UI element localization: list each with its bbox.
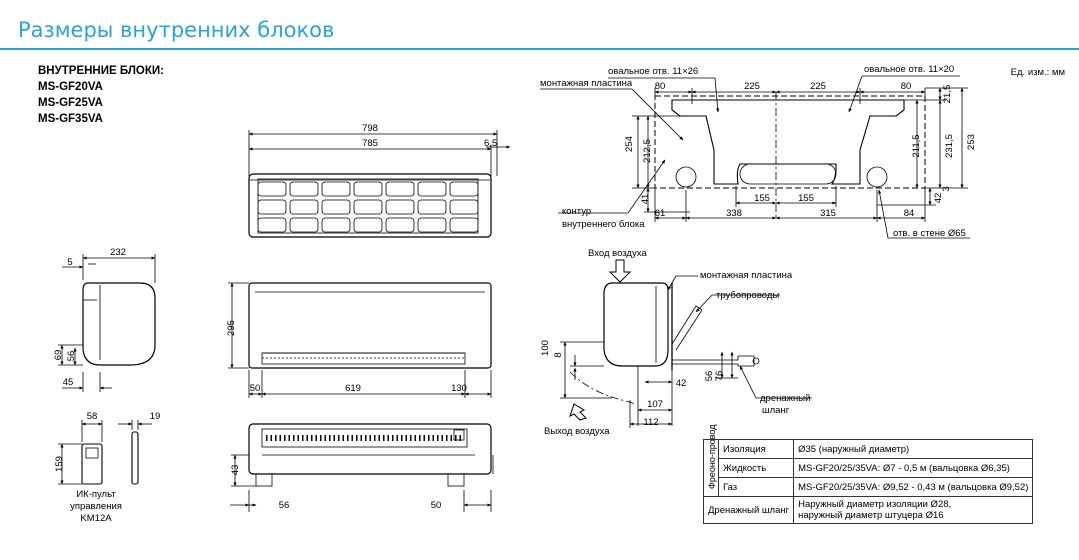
dim-69: 69 — [53, 350, 64, 361]
install-labels: Вход воздуха Выход воздуха монтажная пла… — [540, 248, 810, 437]
table-cell: MS-GF20/25/35VA: Ø9,52 - 0,43 м (вальцов… — [793, 477, 1034, 497]
dim-plate-left: 212,5 — [642, 139, 653, 163]
dim-plate-bottom: 155 — [798, 193, 814, 204]
dim-5: 5 — [67, 257, 72, 268]
dim-58: 58 — [87, 411, 98, 422]
table-row: Газ MS-GF20/25/35VA: Ø9,52 - 0,43 м (вал… — [704, 477, 1034, 497]
dim-619: 619 — [345, 383, 361, 394]
dim-plate-bottom: 155 — [754, 193, 770, 204]
air-in-label: Вход воздуха — [588, 248, 647, 259]
contour-label-2: внутреннего блока — [562, 219, 645, 230]
dim-56-install: 56 — [704, 371, 715, 382]
dim-plate-right: 211,5 — [911, 134, 922, 157]
models-heading: ВНУТРЕННИЕ БЛОКИ: — [38, 65, 164, 77]
plate-labels: овальное отв. 11×26 монтажная пластина о… — [540, 64, 977, 239]
remote-front — [81, 443, 103, 485]
drain-label-2: шланг — [762, 405, 790, 416]
dim-plate-right: 42 — [933, 193, 944, 204]
side-view-dims: 232 5 69 56 45 — [53, 247, 126, 388]
remote-label-1: ИК-пульт — [76, 489, 116, 500]
dim-107: 107 — [647, 399, 663, 410]
bottom-view-dims: 43 56 50 — [230, 465, 441, 511]
dim-56-side: 56 — [66, 351, 77, 362]
dim-plate-top: 225 — [810, 81, 826, 92]
dim-plate-top: 225 — [744, 81, 760, 92]
remote-label-3: KM12A — [80, 513, 112, 524]
refrigerant-pipe-group-label: Фреоно-провод — [703, 425, 719, 497]
dim-plate-right: 231,5 — [944, 134, 955, 158]
top-view-dims: 798 785 6,5 — [362, 123, 497, 149]
pipes-label: трубопроводы — [716, 290, 779, 301]
oval-hole-right-label: овальное отв. 11×20 — [864, 64, 954, 75]
dim-plate-right: 253 — [966, 134, 977, 150]
wall-hole-label: отв. в стене Ø65 — [893, 228, 966, 239]
table-cell: Изоляция — [717, 439, 795, 459]
dim-56: 56 — [279, 500, 290, 511]
dim-8: 8 — [553, 352, 564, 357]
install-mounting-plate-label: монтажная пластина — [700, 270, 793, 281]
remote-label-2: управления — [70, 501, 122, 512]
dim-plate-top: 80 — [901, 81, 912, 92]
model-item: MS-GF20VA — [38, 81, 103, 93]
dim-19: 19 — [150, 411, 161, 422]
page-title: Размеры внутренних блоков — [18, 18, 335, 42]
mounting-plate-outline — [654, 92, 926, 220]
install-side-unit — [603, 282, 760, 370]
dim-plate-bottom: 338 — [726, 208, 742, 219]
table-cell: Дренажный шланг — [702, 496, 795, 524]
dim-plate-bottom: 61 — [655, 208, 666, 219]
dim-785: 785 — [362, 138, 378, 149]
table-row: Дренажный шланг Наружный диаметр изоляци… — [702, 496, 1034, 524]
side-view-unit — [82, 282, 156, 366]
table-row: Жидкость MS-GF20/25/35VA: Ø7 - 0,5 м (ва… — [704, 458, 1034, 478]
dim-798: 798 — [362, 123, 378, 134]
dim-plate-bottom: 84 — [904, 208, 915, 219]
dim-42: 42 — [676, 378, 687, 389]
dim-159: 159 — [54, 456, 65, 472]
contour-label-1: контур — [562, 206, 591, 217]
front-view-dims: 295 50 619 130 — [226, 320, 467, 394]
dim-295: 295 — [226, 320, 237, 336]
remote-dims: 58 19 159 ИК-пульт управления KM12A — [54, 411, 160, 524]
bottom-view-unit — [248, 423, 492, 487]
drain-value-line-1: Наружный диаметр изоляции Ø28, — [798, 499, 952, 510]
dim-plate-left: 254 — [624, 136, 635, 152]
dim-plate-top: 80 — [655, 81, 666, 92]
dim-6-5: 6,5 — [484, 138, 497, 149]
mounting-plate-label: монтажная пластина — [540, 78, 633, 89]
front-view-unit — [248, 282, 492, 369]
table-row: Фреоно-провод Изоляция Ø35 (наружный диа… — [703, 425, 1034, 497]
dim-45: 45 — [63, 377, 74, 388]
drain-label-1: дренажный — [760, 393, 810, 404]
air-out-label: Выход воздуха — [544, 426, 610, 437]
dim-232: 232 — [110, 247, 126, 258]
dim-43: 43 — [230, 465, 241, 476]
dim-50-b: 50 — [431, 500, 442, 511]
dim-130: 130 — [451, 383, 467, 394]
top-view-unit — [248, 173, 492, 238]
remote-side — [131, 431, 139, 485]
drain-value-line-2: наружный диаметр штуцера Ø16 — [798, 510, 944, 521]
dim-plate-left: 41 — [640, 194, 651, 205]
dim-112: 112 — [643, 417, 658, 428]
table-cell: Ø35 (наружный диаметр) — [793, 439, 1034, 459]
dim-76: 76 — [714, 371, 725, 382]
table-cell: MS-GF20/25/35VA: Ø7 - 0,5 м (вальцовка Ø… — [793, 458, 1034, 478]
dim-plate-bottom: 315 — [820, 208, 836, 219]
dim-plate-right: 3 — [941, 186, 952, 191]
title-underline — [0, 48, 1079, 50]
table-cell: Наружный диаметр изоляции Ø28, наружный … — [793, 496, 1034, 524]
dim-50: 50 — [250, 383, 261, 394]
pipe-spec-table: Фреоно-провод Изоляция Ø35 (наружный диа… — [702, 425, 1034, 524]
dim-plate-right: 21,5 — [942, 85, 953, 104]
units-label: Ед. изм.: мм — [1010, 67, 1065, 78]
models-block: ВНУТРЕННИЕ БЛОКИ: MS-GF20VA MS-GF25VA MS… — [38, 63, 164, 127]
dim-100: 100 — [540, 340, 551, 356]
oval-hole-left-label: овальное отв. 11×26 — [608, 66, 698, 77]
table-cell: Жидкость — [717, 458, 795, 478]
model-item: MS-GF25VA — [38, 97, 103, 109]
model-item: MS-GF35VA — [38, 113, 103, 125]
table-cell: Газ — [717, 477, 795, 497]
